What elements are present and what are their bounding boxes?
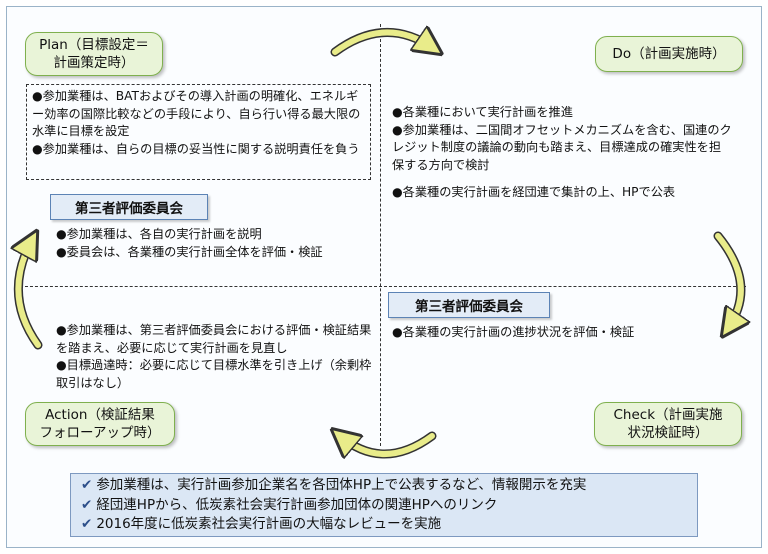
plan-box [26, 84, 371, 180]
committee-right-item: ●各業種の実行計画の進捗状況を評価・検証 [392, 325, 635, 339]
plan-item: ●参加業種は、自らの目標の妥当性に関する説明責任を負う [32, 141, 360, 156]
do-item: ●参加業種は、二国間オフセットメカニズムを含む、国連のクレジット制度の議論の動向… [392, 122, 732, 172]
do-item: ●各業種の実行計画を経団連で集計の上、HPで公表 [392, 185, 676, 200]
summary-item: ✔2016年度に低炭素社会実行計画の大幅なレビューを実施 [81, 515, 697, 535]
summary-item: ✔経団連HPから、低炭素社会実行計画参加団体の関連HPへのリンク [81, 496, 697, 516]
plan-list: ●参加業種は、BATおよびその導入計画の明確化、エネルギー効率の国際比較などの手… [32, 88, 366, 158]
plan-item: ●参加業種は、BATおよびその導入計画の明確化、エネルギー効率の国際比較などの手… [32, 89, 361, 139]
action-item: ●参加業種は、第三者評価委員会における評価・検証結果を踏まえ、必要に応じて実行計… [56, 323, 372, 355]
check-icon: ✔ [81, 516, 93, 532]
stage-plan: Plan（目標設定＝ 計画策定時） [25, 32, 163, 76]
stage-check: Check（計画実施 状況検証時） [594, 402, 742, 446]
action-list: ●参加業種は、第三者評価委員会における評価・検証結果を踏まえ、必要に応じて実行計… [56, 322, 374, 392]
committee-left-item: ●参加業種は、各自の実行計画を説明 [56, 227, 262, 241]
stage-action: Action（検証結果 フォローアップ時） [25, 402, 175, 446]
summary-box: ✔参加業種は、実行計画参加企業名を各団体HP上で公表するなど、情報開示を充実 ✔… [70, 473, 698, 537]
stage-do: Do（計画実施時） [595, 36, 743, 72]
committee-left-item: ●委員会は、各業種の実行計画全体を評価・検証 [56, 244, 323, 259]
summary-text: 2016年度に低炭素社会実行計画の大幅なレビューを実施 [96, 516, 442, 532]
action-item: ●目標過達時：必要に応じて目標水準を引き上げ（余剰枠取引はなし） [56, 358, 372, 390]
do-item: ●各業種において実行計画を推進 [392, 105, 573, 119]
check-icon: ✔ [81, 496, 93, 513]
check-icon: ✔ [81, 477, 93, 493]
committee-right-title: 第三者評価委員会 [388, 292, 550, 318]
summary-text: 参加業種は、実行計画参加企業名を各団体HP上で公表するなど、情報開示を充実 [96, 477, 587, 493]
committee-left-list: ●参加業種は、各自の実行計画を説明 ●委員会は、各業種の実行計画全体を評価・検証 [56, 226, 366, 261]
vertical-divider [380, 24, 381, 446]
horizontal-divider [20, 286, 746, 287]
summary-text: 経団連HPから、低炭素社会実行計画参加団体の関連HPへのリンク [96, 496, 498, 513]
summary-item: ✔参加業種は、実行計画参加企業名を各団体HP上で公表するなど、情報開示を充実 [81, 476, 697, 496]
committee-right-list: ●各業種の実行計画の進捗状況を評価・検証 [392, 324, 722, 342]
committee-left-title: 第三者評価委員会 [50, 194, 208, 220]
do-list: ●各業種において実行計画を推進 ●参加業種は、二国間オフセットメカニズムを含む、… [392, 104, 732, 202]
